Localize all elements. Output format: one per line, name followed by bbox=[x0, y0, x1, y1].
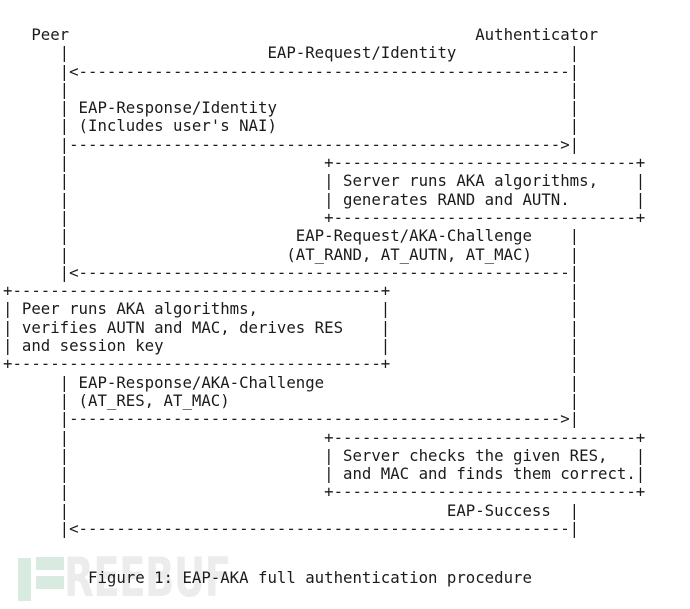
freebuf-logo-icon bbox=[18, 558, 31, 601]
ascii-sequence-diagram: Peer Authenticator | EAP-Request/Identit… bbox=[3, 25, 646, 539]
freebuf-watermark: REEBUF bbox=[0, 546, 320, 609]
watermark-text: REEBUF bbox=[64, 546, 231, 609]
freebuf-logo-icon bbox=[36, 576, 64, 589]
figure-caption: Figure 1: EAP-AKA full authentication pr… bbox=[3, 568, 532, 587]
freebuf-logo-icon bbox=[36, 557, 64, 570]
